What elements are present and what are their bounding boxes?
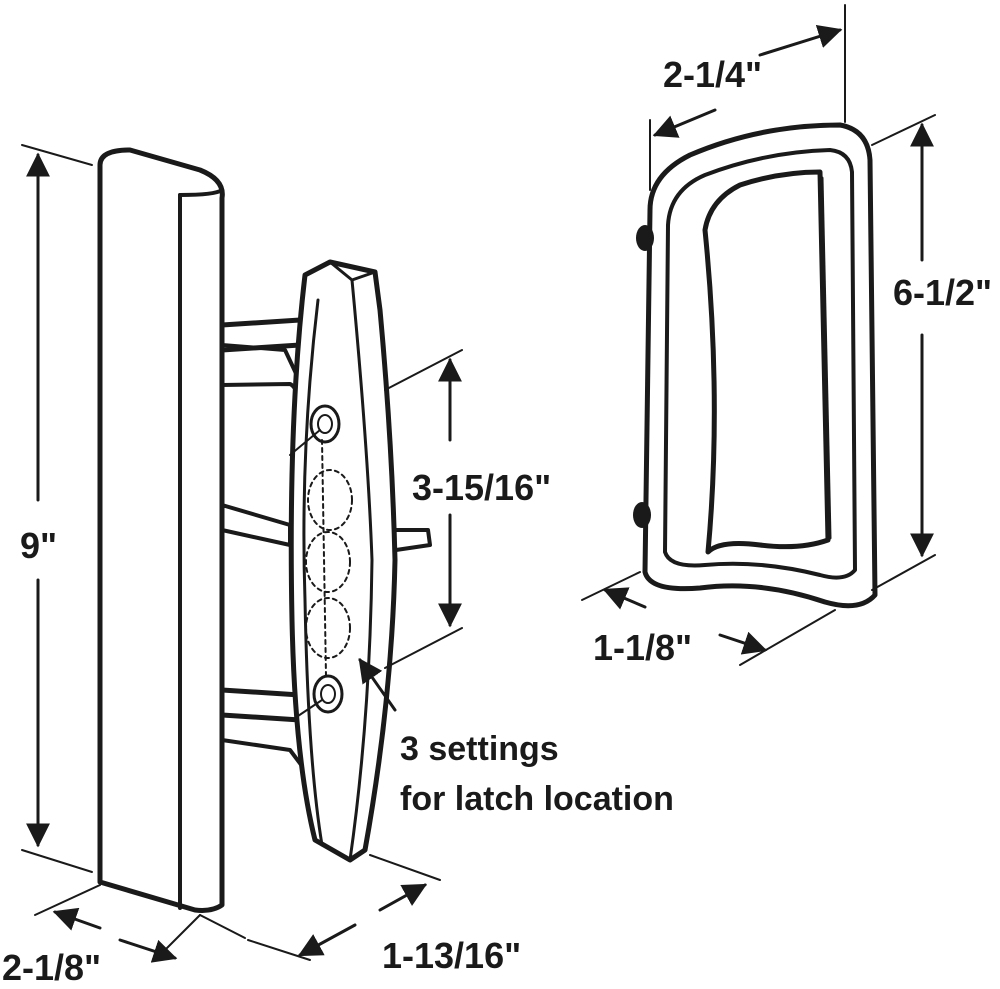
note-line-2: for latch location [400,780,674,818]
latch-setting-2 [305,531,351,593]
inner-latch-plate [288,259,398,863]
outer-handle [97,147,432,913]
latch-setting-3 [305,597,351,659]
pull-handle [633,122,878,609]
pull-recess [702,169,831,555]
latch-tongue [220,503,292,547]
label-2-1-8in: 2-1/8" [2,947,101,988]
handle-bar [97,147,225,913]
label-9in: 9" [20,525,57,566]
dim-9in [21,144,93,873]
dim-1-1-8in [581,571,836,666]
label-6-1-2in: 6-1/2" [893,272,992,313]
handle-bridge-bottom [219,687,303,723]
label-1-1-8in: 1-1/8" [593,627,692,668]
pull-screw-top [636,225,654,251]
note-leader [358,658,397,712]
pull-screw-bottom [633,502,651,528]
label-2-1-4in: 2-1/4" [663,54,762,95]
latch-plate-body [288,259,398,863]
pull-outer-frame [642,122,878,609]
dim-3-15-16in [384,349,463,669]
dim-1-13-16in [199,854,441,961]
latch-setting-1 [307,469,353,531]
screw-bottom [291,674,344,721]
dim-6-1-2in [871,114,936,591]
label-3-15-16in: 3-15/16" [412,467,551,508]
screw-top [289,404,341,456]
dim-2-1-4in [649,4,846,191]
dim-2-1-8in [34,884,201,963]
note-line-1: 3 settings [400,730,559,768]
label-1-13-16in: 1-13/16" [382,935,521,976]
